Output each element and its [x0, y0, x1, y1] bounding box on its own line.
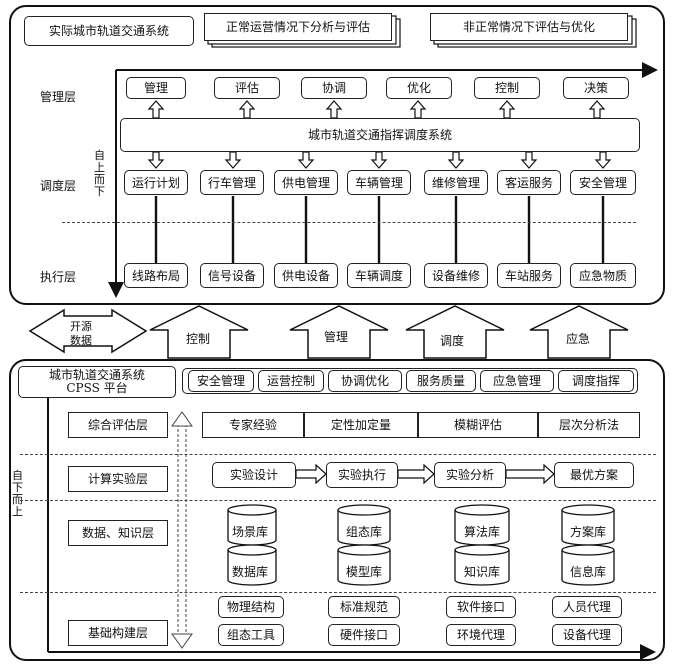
dashed-separator [20, 500, 656, 501]
layer-dispatch-label: 调度层 [40, 179, 77, 193]
cpss-line-2: CPSS 平台 [66, 381, 128, 395]
dispatch-box-2: 行车管理 [200, 170, 264, 195]
eval-box-1: 专家经验 [202, 412, 304, 438]
dispatch-box-3: 供电管理 [274, 170, 338, 195]
tab-abnormal[interactable]: 非正常情况下评估与优化 [430, 13, 628, 41]
exec-box-6: 车站服务 [497, 263, 561, 288]
eval-box-4: 层次分析法 [538, 412, 640, 438]
open-data-label-1: 开源 [70, 320, 92, 333]
eval-box-3: 模糊评估 [418, 412, 538, 438]
db-label-data: 数据库 [232, 565, 269, 579]
found-box-4: 人员代理 [552, 596, 622, 618]
arrow-label-emergency: 应急 [566, 332, 591, 346]
exp-box-2: 实验执行 [326, 462, 398, 488]
arrow-label-control: 控制 [186, 332, 211, 346]
system-title: 实际城市轨道交通系统 [24, 16, 194, 46]
exp-box-3: 实验分析 [434, 462, 506, 488]
found-box-8: 设备代理 [552, 624, 622, 646]
manage-box-5: 控制 [474, 77, 540, 99]
layer-experiment: 计算实验层 [68, 466, 168, 492]
found-box-3: 软件接口 [446, 596, 516, 618]
layer-manage-label: 管理层 [40, 90, 77, 104]
found-box-6: 硬件接口 [328, 624, 400, 646]
exec-box-7: 应急物质 [570, 263, 636, 288]
bottom-frame [9, 359, 665, 661]
dispatch-box-7: 安全管理 [570, 170, 636, 195]
cpss-tab-4[interactable]: 服务质量 [406, 370, 476, 392]
manage-box-6: 决策 [563, 77, 629, 99]
found-box-1: 物理结构 [218, 596, 284, 618]
layer-eval: 综合评估层 [68, 412, 168, 438]
db-label-model: 模型库 [346, 565, 383, 579]
top-frame [9, 5, 665, 305]
dashed-separator [62, 222, 636, 223]
bottomup-label: 自下而上 [12, 469, 23, 518]
exec-box-5: 设备维修 [424, 263, 488, 288]
db-cylinders [227, 504, 615, 586]
exec-box-2: 信号设备 [200, 263, 264, 288]
cpss-tab-2[interactable]: 运营控制 [258, 370, 324, 392]
big-up-arrows [149, 305, 629, 359]
dispatch-box-4: 车辆管理 [347, 170, 411, 195]
exec-box-4: 车辆调度 [347, 263, 411, 288]
found-box-2: 标准规范 [328, 596, 400, 618]
dispatch-exec-lines [154, 196, 605, 263]
cpss-tab-5[interactable]: 应急管理 [480, 370, 554, 392]
dispatch-box-6: 客运服务 [497, 170, 561, 195]
exp-box-1: 实验设计 [212, 462, 296, 488]
dispatch-system-bar: 城市轨道交通指挥调度系统 [120, 118, 640, 152]
exp-box-4: 最优方案 [554, 462, 634, 488]
cpss-tab-6[interactable]: 调度指挥 [558, 370, 634, 392]
db-label-plan: 方案库 [570, 525, 607, 539]
db-label-info: 信息库 [570, 565, 607, 579]
dispatch-box-1: 运行计划 [124, 170, 188, 195]
found-box-7: 环境代理 [446, 624, 516, 646]
db-label-config: 组态库 [346, 525, 383, 539]
arrow-label-dispatch: 调度 [440, 334, 465, 348]
tab-normal[interactable]: 正常运营情况下分析与评估 [204, 13, 392, 41]
manage-box-3: 协调 [301, 77, 367, 99]
cpss-line-1: 城市轨道交通系统 [48, 368, 145, 382]
open-data-arrow [28, 308, 148, 354]
dashed-separator [20, 454, 656, 455]
cpss-platform-box: 城市轨道交通系统 CPSS 平台 [18, 366, 176, 398]
exp-arrows [295, 463, 555, 485]
manage-box-1: 管理 [126, 77, 186, 99]
hollow-up-arrows [147, 100, 606, 119]
dispatch-box-5: 维修管理 [424, 170, 488, 195]
found-box-5: 组态工具 [218, 624, 284, 646]
eval-box-2: 定性加定量 [304, 412, 418, 438]
hollow-down-arrows [147, 151, 612, 169]
topdown-label: 自上而下 [94, 149, 105, 198]
db-label-scene: 场景库 [232, 525, 269, 539]
layer-exec-label: 执行层 [40, 270, 77, 284]
layer-foundation: 基础构建层 [68, 620, 168, 646]
dotted-double-arrow [171, 411, 193, 649]
manage-box-2: 评估 [214, 77, 280, 99]
manage-box-4: 优化 [386, 77, 452, 99]
db-label-knowledge: 知识库 [464, 565, 501, 579]
exec-box-3: 供电设备 [274, 263, 338, 288]
open-data-label-2: 数据 [70, 334, 92, 347]
dashed-separator [20, 592, 656, 593]
arrow-label-manage: 管理 [324, 330, 349, 344]
cpss-tab-1[interactable]: 安全管理 [188, 370, 254, 392]
db-label-algorithm: 算法库 [464, 525, 501, 539]
exec-box-1: 线路布局 [124, 263, 188, 288]
layer-data-knowledge: 数据、知识层 [68, 520, 168, 546]
cpss-tab-3[interactable]: 协调优化 [328, 370, 402, 392]
